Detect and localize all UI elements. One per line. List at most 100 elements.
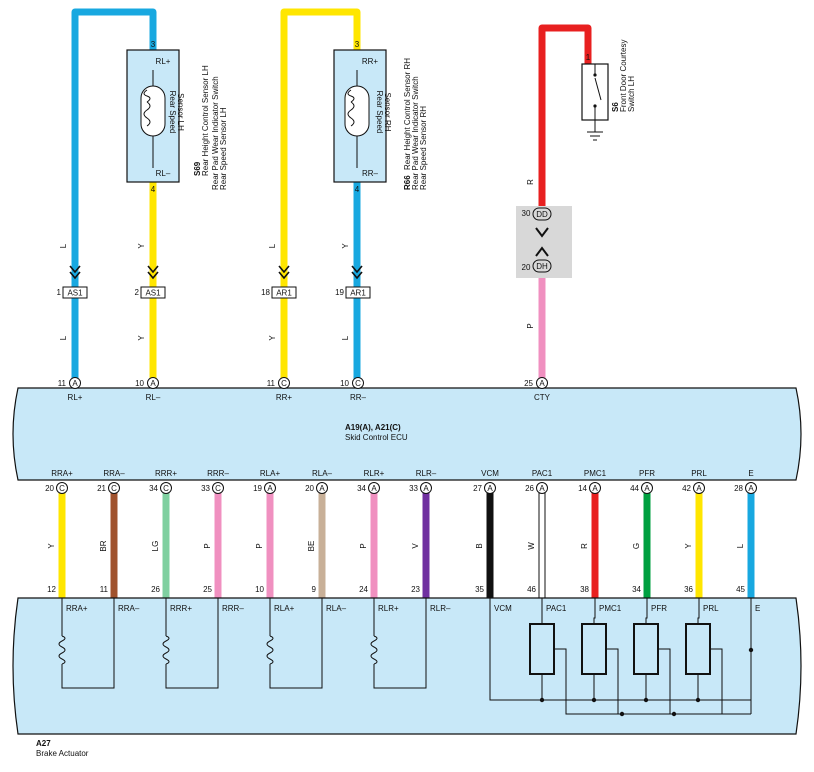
actuator-pin-label: VCM: [494, 604, 512, 613]
pressure-sensor-box: [529, 623, 555, 675]
ecu-bottom-pin-number: 34: [357, 484, 366, 493]
ecu-bottom-pin-letter: C: [59, 484, 65, 493]
s6-line-2: Switch LH: [627, 76, 636, 112]
ecu-bottom-pin-number: 14: [578, 484, 587, 493]
ecu-bottom-pin-label: RLR–: [416, 469, 437, 478]
actuator-pin-number: 23: [411, 585, 420, 594]
dh-id: DH: [536, 262, 548, 271]
ecu-bottom-pin-letter: C: [111, 484, 117, 493]
ecu-bottom-pin-letter: A: [748, 484, 754, 493]
wire-color-label: W: [527, 542, 536, 550]
s69-pin-bottom: 4: [151, 185, 156, 194]
inline-connector-pin: 18: [261, 288, 270, 297]
ecu-bottom-pin-label: RRR+: [155, 469, 177, 478]
s69-id: S69: [193, 161, 202, 176]
r66-inner-label-2: Sensor RH: [383, 92, 392, 131]
ecu-bottom-pin-letter: A: [423, 484, 429, 493]
ecu-top-pin-label: RR+: [276, 393, 293, 402]
pressure-sensor-box: [581, 623, 607, 675]
inline-connector-box: [271, 286, 297, 299]
ecu-bottom-pin-number: 33: [409, 484, 418, 493]
ecu-bottom-pin-number: 33: [201, 484, 210, 493]
r66-inner-label-1: Rear Speed: [375, 91, 384, 134]
actuator-pin-label: PFR: [651, 604, 667, 613]
actuator-pin-number: 34: [632, 585, 641, 594]
actuator-id: A27: [36, 739, 51, 748]
wire-color-label: BE: [307, 541, 316, 552]
ecu-bottom-pin-circle: [160, 482, 172, 494]
r66-pin-bottom-label: RR–: [362, 169, 379, 178]
ecu-bottom-pin-label: RRA+: [51, 469, 73, 478]
ecu-bottom-pin-circle: [56, 482, 68, 494]
junction-dot: [695, 697, 701, 703]
junction-dot: [619, 711, 625, 717]
ecu-top-pin-letter: C: [355, 379, 361, 388]
wire-color-label: R: [580, 543, 589, 549]
sensor-signal-line: [645, 598, 648, 624]
ecu-top-pin-letter: C: [281, 379, 287, 388]
s69-inner-label-2: Sensor LH: [176, 93, 185, 131]
coil-icon: [58, 635, 66, 665]
ecu-subtitle: Skid Control ECU: [345, 433, 408, 442]
ecu-bottom-pin-label: RLA–: [312, 469, 333, 478]
ecu-top-pin-circle: [69, 377, 81, 389]
sensor-ground-line: [710, 648, 751, 715]
coil-icon: [266, 635, 274, 665]
ecu-title: A19(A), A21(C): [345, 423, 401, 432]
actuator-pin-number: 26: [151, 585, 160, 594]
wire-label-rr-plus-upper: L: [268, 243, 277, 248]
wire-color-label: Y: [684, 543, 693, 549]
inline-connector-box: [345, 286, 371, 299]
ecu-bottom-pin-label: E: [748, 469, 753, 478]
ecu-bottom-pin-circle: [212, 482, 224, 494]
wire-rr-plus: [280, 8, 361, 383]
inline-connector-pin: 2: [135, 288, 140, 297]
actuator-pin-number: 25: [203, 585, 212, 594]
connector-chevron-icon: [147, 265, 159, 280]
wire-cty-upper: [538, 24, 592, 208]
ecu-bottom-pin-number: 34: [149, 484, 158, 493]
ecu-bottom-pin-circle: [368, 482, 380, 494]
ecu-top-pin-letter: A: [72, 379, 78, 388]
ecu-top-pin-circle: [536, 377, 548, 389]
r66-pin-bottom: 4: [355, 185, 360, 194]
ecu-top-pin-number: 10: [340, 379, 349, 388]
ecu-top-pin-number: 11: [58, 379, 67, 388]
wire-color-label: Y: [47, 543, 56, 549]
ecu-bottom-pin-label: RLR+: [364, 469, 385, 478]
ecu-top-pin-number: 10: [135, 379, 144, 388]
ecu-top-pin-label: RL+: [68, 393, 83, 402]
ecu-bottom-pin-number: 19: [253, 484, 262, 493]
wire-label-rl-minus-lower: Y: [137, 335, 146, 341]
skid-control-ecu: A19(A), A21(C) Skid Control ECU: [12, 387, 802, 481]
connector-chevron-icon: [69, 265, 81, 280]
s69-inner-label-1: Rear Speed: [168, 91, 177, 134]
r66-line-3: Rear Speed Sensor RH: [419, 106, 428, 190]
actuator-pin-label: RRA–: [118, 604, 140, 613]
ecu-bottom-pin-number: 28: [734, 484, 743, 493]
inline-connector-box: [62, 286, 88, 299]
s6-pin: 1: [586, 53, 591, 62]
ecu-bottom-pin-number: 20: [45, 484, 54, 493]
ecu-bottom-pin-label: PFR: [639, 469, 655, 478]
wire-label-rl-plus-upper: L: [59, 243, 68, 248]
ground-icon: [587, 131, 603, 141]
ecu-bottom-pin-circle: [693, 482, 705, 494]
s69-line-1: Rear Height Control Sensor LH: [201, 65, 210, 176]
wire-label-rl-minus-upper: Y: [137, 243, 146, 249]
coil-icon: [143, 89, 151, 127]
actuator-pin-number: 46: [527, 585, 536, 594]
ecu-bottom-pin-number: 20: [305, 484, 314, 493]
wire-color-label: B: [475, 543, 484, 548]
junction-dot: [748, 647, 754, 653]
actuator-pin-label: RLR+: [378, 604, 399, 613]
ecu-bottom-pin-circle: [316, 482, 328, 494]
ecu-bottom-pin-label: RRR–: [207, 469, 229, 478]
ecu-top-pin-number: 25: [524, 379, 533, 388]
ecu-bottom-pin-letter: C: [215, 484, 221, 493]
ecu-top-pin-letter: A: [539, 379, 545, 388]
actuator-pin-label: RLA–: [326, 604, 347, 613]
ecu-bottom-pin-number: 21: [97, 484, 106, 493]
sensor-signal-line: [697, 598, 700, 624]
